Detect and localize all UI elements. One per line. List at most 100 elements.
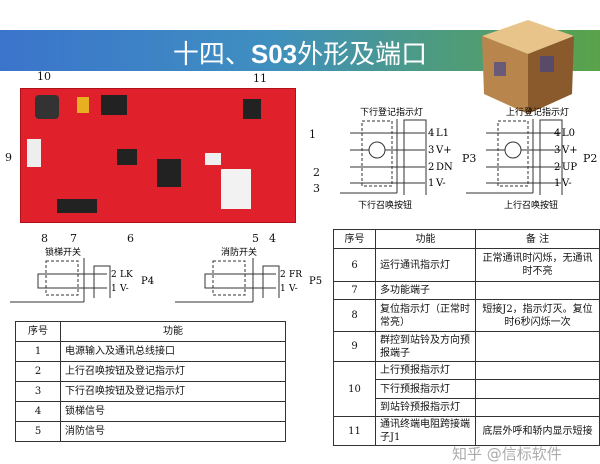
cell: 7 (333, 281, 376, 300)
header-cell: 功能 (375, 229, 476, 249)
cell: 群控到站铃及方向预报端子 (375, 331, 476, 362)
board-label-11: 11 (253, 72, 267, 85)
p2-connector-name: P2 (583, 152, 598, 165)
pin: 1 (111, 284, 117, 294)
page-title: 十四、S03外形及端口 (0, 34, 600, 71)
pin: 3 (554, 145, 560, 156)
cell: 消防信号 (60, 421, 286, 442)
signal: DN (436, 162, 453, 173)
board-label-10: 10 (37, 70, 51, 83)
cell: 上行召唤按钮及登记指示灯 (60, 361, 286, 382)
pin: 2 (280, 270, 286, 280)
pin: 4 (428, 128, 434, 139)
board-label-2: 2 (313, 166, 320, 179)
cell: 8 (333, 299, 376, 332)
p2-bottom-label: 上行召唤按钮 (504, 199, 558, 211)
cell: 下行预报指示灯 (375, 379, 476, 399)
board-label-6: 6 (127, 232, 134, 245)
header-cell: 功能 (60, 321, 286, 342)
board-label-4: 4 (269, 232, 276, 245)
pin: 1 (428, 178, 434, 189)
cell: 多功能端子 (375, 281, 476, 300)
cell: 运行通讯指示灯 (375, 248, 476, 282)
pin: 3 (428, 145, 434, 156)
p4-top-label: 锁梯开关 (45, 246, 81, 258)
cube-logo-image (482, 20, 574, 114)
pcb-board-image (20, 88, 296, 223)
p2-top-label: 上行登记指示灯 (506, 106, 569, 118)
signal: V+ (435, 145, 452, 156)
cell: 底层外呼和轿内显示短接 (475, 416, 600, 446)
cell: 3 (15, 381, 61, 402)
pin: 4 (554, 128, 560, 139)
cell: 11 (333, 416, 376, 446)
cell (475, 379, 600, 399)
pin: 2 (111, 270, 117, 280)
pin: 2 (428, 162, 434, 173)
cell: 2 (15, 361, 61, 382)
header-cell: 备 注 (475, 229, 600, 249)
cell: 10 (333, 361, 376, 417)
signal: V- (119, 284, 129, 294)
cell (475, 398, 600, 417)
cell: 5 (15, 421, 61, 442)
cell: 1 (15, 341, 61, 362)
board-label-5: 5 (252, 232, 259, 245)
board-label-7: 7 (70, 232, 77, 245)
signal: L1 (436, 128, 449, 139)
title-suffix: 外形及端口 (297, 40, 428, 70)
table-row: 下行预报指示灯 (334, 379, 600, 399)
pin: 1 (280, 284, 286, 294)
p5-connector-name: P5 (309, 276, 322, 287)
watermark: 知乎 @信标软件 (452, 445, 562, 463)
signal: LK (120, 270, 133, 280)
cell: 6 (333, 248, 376, 282)
cell: 上行预报指示灯 (375, 361, 476, 380)
signal: V- (288, 284, 298, 294)
signal: L0 (562, 128, 575, 139)
signal: V+ (561, 145, 578, 156)
cell: 正常通讯时闪烁，无通讯时不亮 (475, 248, 600, 282)
p4-connector-name: P4 (141, 276, 154, 287)
signal: FR (289, 270, 302, 280)
cell: 短接J2，指示灯灭。复位时6秒闪烁一次 (475, 299, 600, 332)
cell: 电源输入及通讯总线接口 (60, 341, 286, 362)
cell: 4 (15, 401, 61, 422)
cell (475, 361, 600, 380)
p5-top-label: 消防开关 (221, 246, 257, 258)
cell: 通讯终端电阻跨接端子J1 (375, 416, 476, 446)
cell: 下行召唤按钮及登记指示灯 (60, 381, 286, 402)
p3-top-label: 下行登记指示灯 (360, 106, 423, 118)
header-cell: 序号 (333, 229, 376, 249)
cell: 复位指示灯（正常时常亮） (375, 299, 476, 332)
pin: 2 (554, 162, 560, 173)
p3-bottom-label: 下行召唤按钮 (358, 199, 412, 211)
cell (475, 281, 600, 300)
cell: 到站铃预报指示灯 (375, 398, 476, 417)
pin: 1 (554, 178, 560, 189)
header-cell: 序号 (15, 321, 61, 342)
signal: V- (561, 178, 572, 189)
signal: UP (562, 162, 577, 173)
board-label-9: 9 (5, 151, 12, 164)
board-label-3: 3 (313, 182, 320, 195)
cell: 锁梯信号 (60, 401, 286, 422)
board-label-8: 8 (41, 232, 48, 245)
cell (475, 331, 600, 362)
